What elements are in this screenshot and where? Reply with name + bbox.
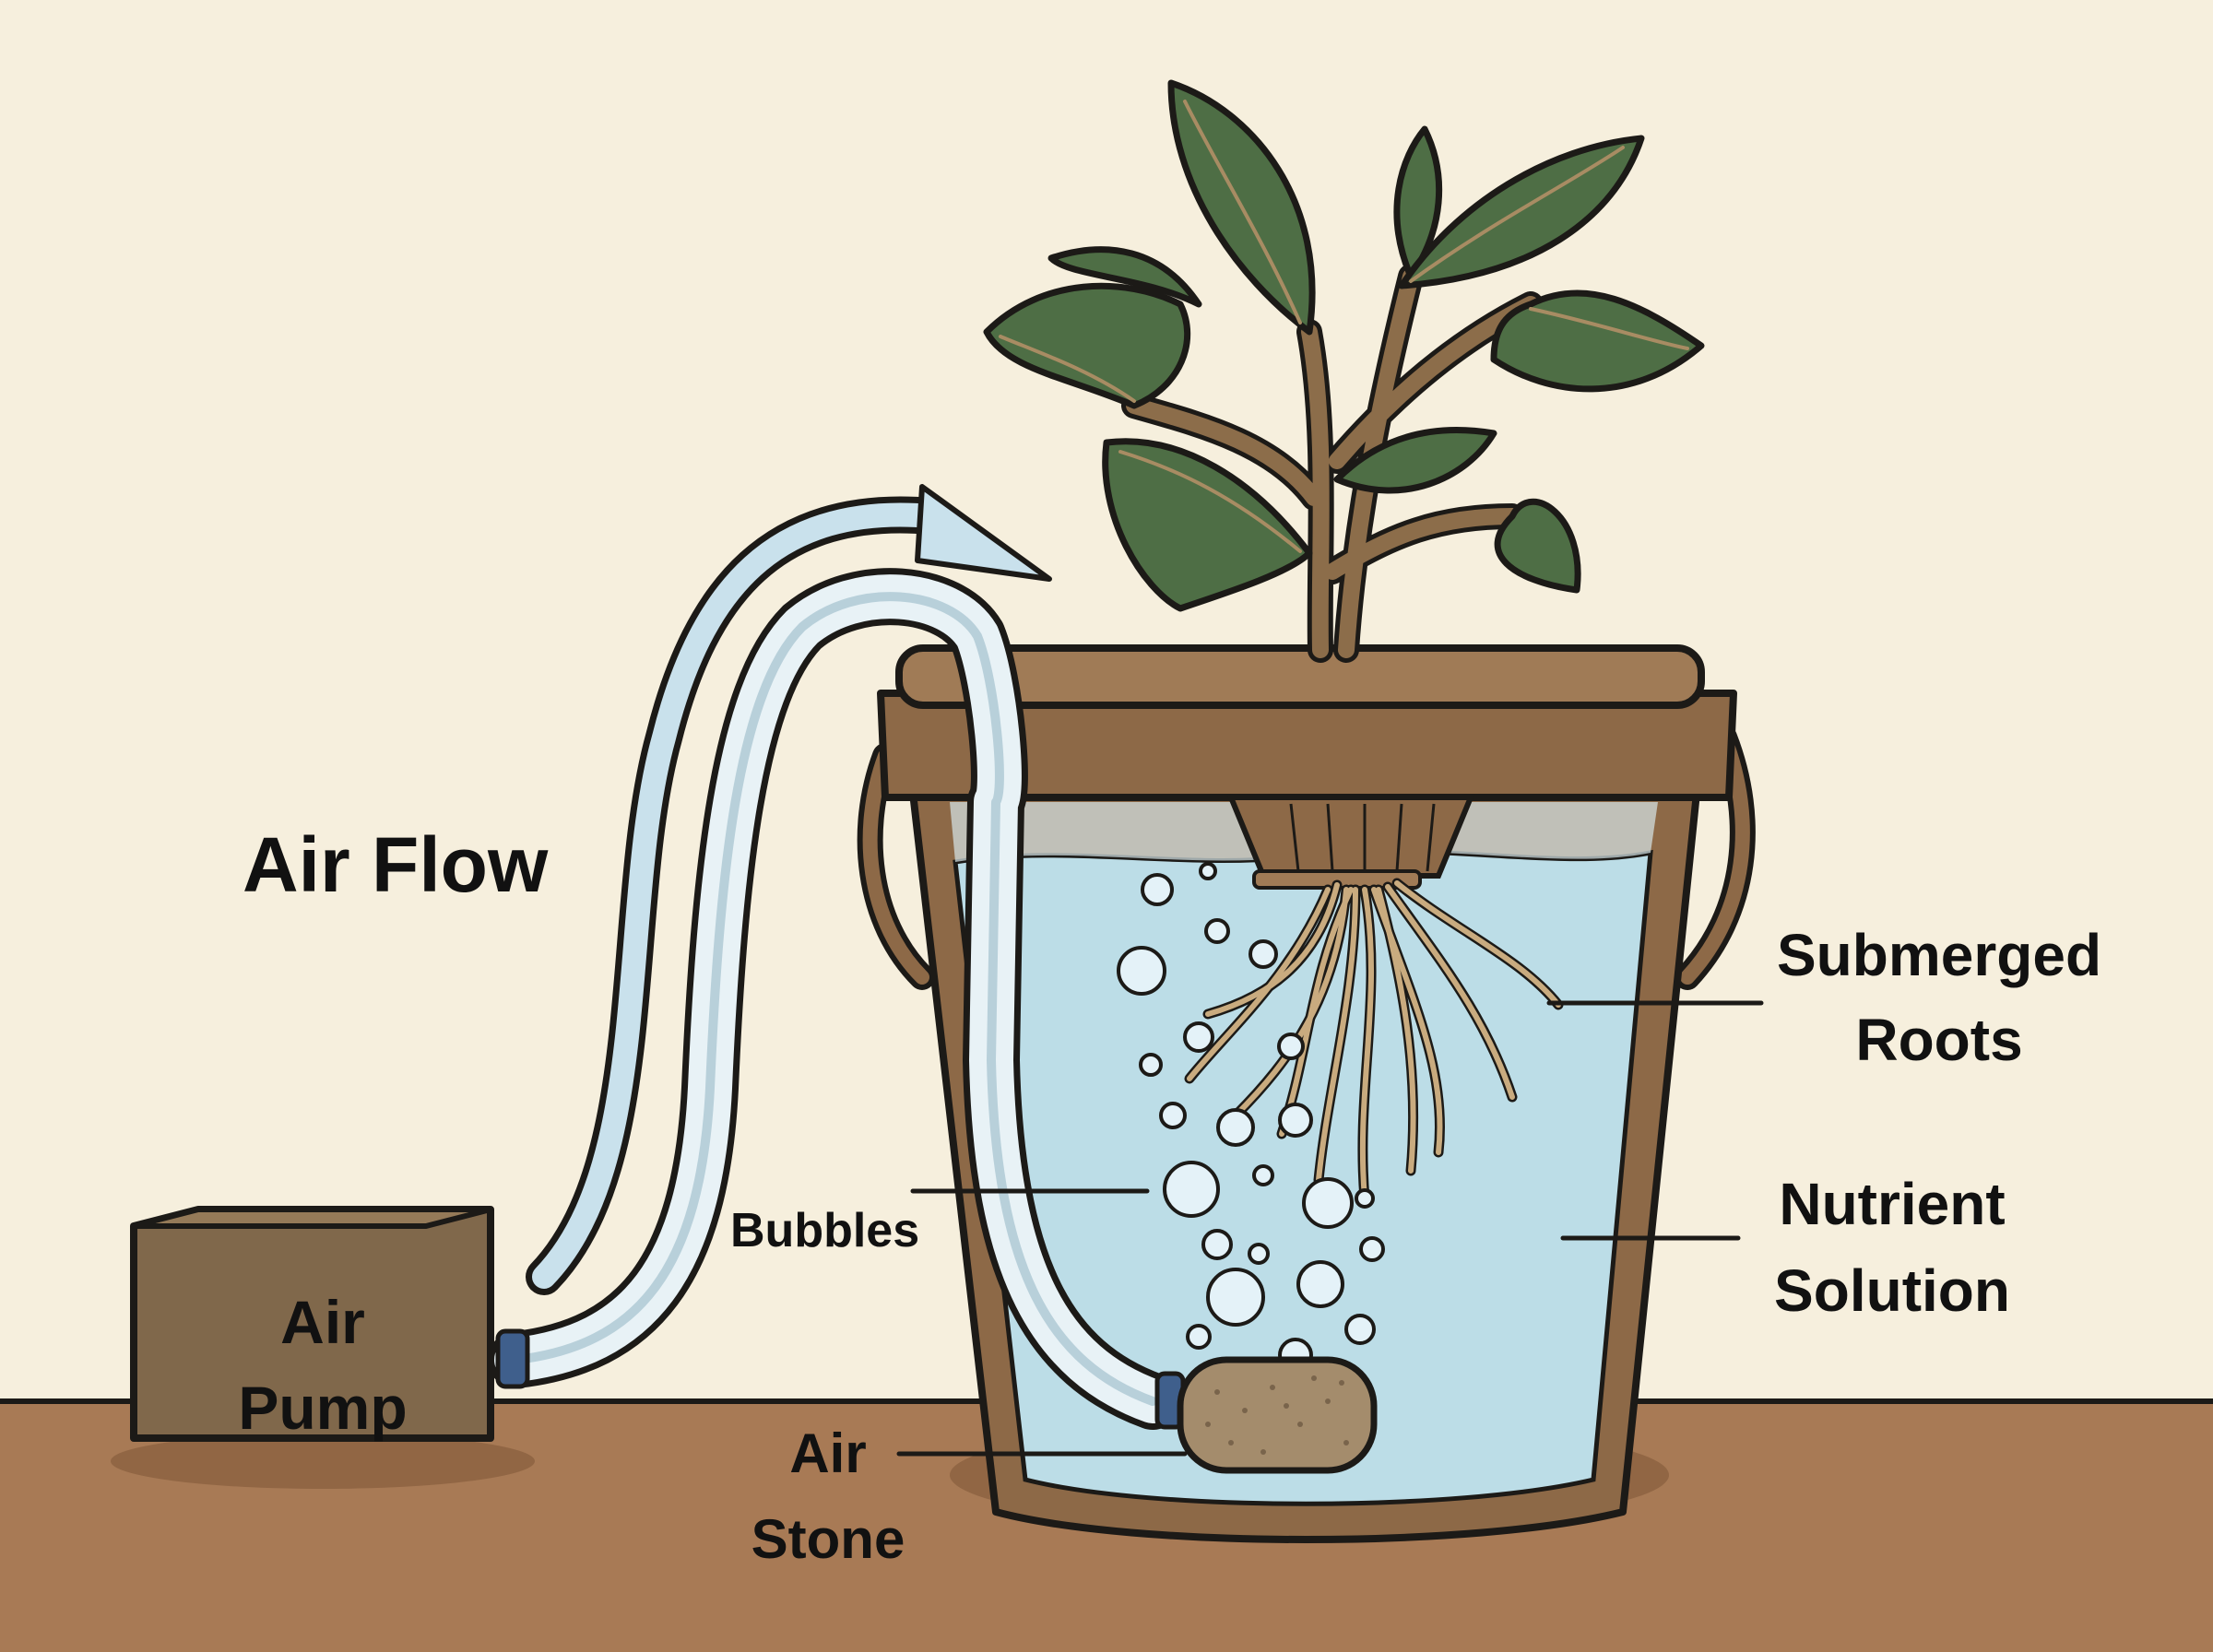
bubble-icon (1296, 1260, 1344, 1308)
bubble-icon (1278, 1103, 1313, 1138)
bubble-icon (1344, 1314, 1376, 1345)
air-pump-icon (130, 1206, 530, 1442)
bubble-icon (1163, 1161, 1220, 1218)
bucket-handle (857, 725, 1756, 990)
bubble-icon (1159, 1102, 1187, 1129)
air-pump-label-line2: Pump (238, 1374, 407, 1442)
curved-arrow-icon (526, 484, 1052, 1295)
bubble-icon (1302, 1177, 1354, 1229)
bubble-icon (1117, 946, 1166, 996)
submerged-roots-label-line1: Submerged (1777, 922, 2101, 988)
leader-lines (896, 1000, 1764, 1457)
nutrient-solution-label-line1: Nutrient (1779, 1171, 2005, 1237)
bubble-icon (1206, 1268, 1265, 1327)
bubble-icon (1277, 1032, 1305, 1060)
air-tube-icon (488, 568, 1181, 1430)
nutrient-solution-label-line2: Solution (1774, 1257, 2010, 1324)
bubble-icon (1252, 1164, 1274, 1186)
bubble-icon (1186, 1324, 1212, 1350)
bubble-icon (1141, 873, 1174, 906)
air-flow-label: Air Flow (243, 821, 549, 908)
bubble-icon (1199, 862, 1217, 880)
bubble-icon (1216, 1108, 1255, 1147)
roots-icon (1184, 878, 1564, 1204)
bubble-icon (1355, 1188, 1375, 1209)
submerged-roots-label-line2: Roots (1855, 1007, 2022, 1073)
air-stone-label-line2: Stone (751, 1508, 905, 1570)
bubble-icon (1201, 1229, 1233, 1260)
bubble-icon (1248, 1243, 1270, 1265)
net-pot (1226, 795, 1475, 890)
bubble-icon (1139, 1053, 1163, 1077)
bubble-icon (1183, 1021, 1214, 1053)
bubble-icon (1359, 1236, 1385, 1262)
bubbles-label: Bubbles (730, 1204, 919, 1257)
bubble-icon (1204, 918, 1230, 944)
air-stone-icon (1154, 1356, 1378, 1474)
air-stone-label-line1: Air (789, 1422, 866, 1484)
plant-icon (983, 79, 1705, 663)
bubble-icon (1249, 939, 1278, 969)
air-pump-label-line1: Air (280, 1288, 365, 1356)
